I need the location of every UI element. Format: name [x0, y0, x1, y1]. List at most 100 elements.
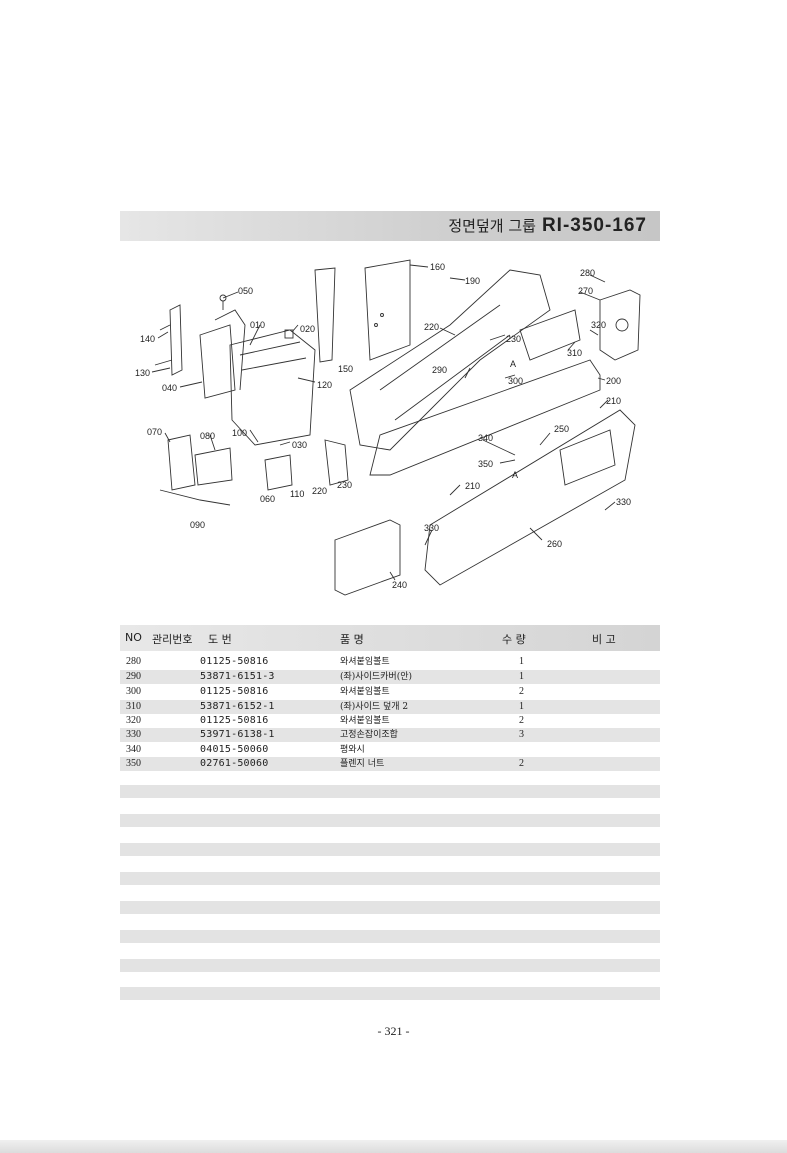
cell-quantity: 2: [519, 715, 524, 726]
cell-part-name: 와셔붙임볼트: [340, 657, 390, 667]
cell-no: 280: [126, 656, 141, 667]
table-row: 310 53871-6152-1 (좌)사이드 덮개 2 1: [120, 700, 660, 714]
callout-label: 280: [580, 268, 595, 278]
cell-drawing-number: 01125-50816: [200, 656, 269, 667]
callout-label: 250: [554, 424, 569, 434]
callout-label: 010: [250, 320, 265, 330]
callout-label: 240: [392, 580, 407, 590]
cell-quantity: 2: [519, 758, 524, 769]
page-number: - 321 -: [377, 1024, 410, 1038]
exploded-parts-diagram: 050 010 020 140 130 040 120 070 080 100 …: [120, 250, 660, 620]
cell-drawing-number: 01125-50816: [200, 715, 269, 726]
callout-label: 160: [430, 262, 445, 272]
cell-part-name: (좌)사이드 덮개 2: [340, 702, 409, 712]
callout-label: 200: [606, 376, 621, 386]
group-code: RI-350-167: [541, 215, 647, 236]
group-header-bar: [120, 211, 660, 241]
cell-no: 300: [126, 686, 141, 697]
callout-label: A: [510, 359, 516, 369]
cell-drawing-number: 53871-6152-1: [200, 701, 275, 712]
callout-label: 290: [432, 365, 447, 375]
table-row: 300 01125-50816 와셔붙임볼트 2: [120, 685, 660, 699]
cell-quantity: 2: [519, 686, 524, 697]
cell-part-name: (좌)사이드카버(안): [340, 672, 413, 682]
cell-no: 310: [126, 701, 141, 712]
cell-drawing-number: 01125-50816: [200, 686, 269, 697]
cell-part-name: 와셔붙임볼트: [340, 687, 390, 697]
callout-label: 340: [478, 433, 493, 443]
empty-table-band: [120, 843, 660, 856]
callout-label: 230: [337, 480, 352, 490]
callout-label: 300: [508, 376, 523, 386]
cell-no: 290: [126, 671, 141, 682]
callout-label: 190: [465, 276, 480, 286]
callout-label: 140: [140, 334, 155, 344]
header-drawing-number: 도 번: [208, 633, 232, 646]
callout-label: 210: [465, 481, 480, 491]
group-title: 정면덮개 그룹 RI-350-167: [448, 215, 647, 237]
cell-drawing-number: 53971-6138-1: [200, 729, 275, 740]
cell-quantity: 1: [519, 671, 524, 682]
callout-label: 310: [567, 348, 582, 358]
empty-table-band: [120, 872, 660, 885]
empty-table-band: [120, 901, 660, 914]
callout-label: 070: [147, 427, 162, 437]
callout-label: A: [512, 470, 518, 480]
empty-table-band: [120, 814, 660, 827]
callout-label: 330: [424, 523, 439, 533]
cell-no: 350: [126, 758, 141, 769]
cell-part-name: 평와시: [340, 745, 365, 755]
callout-label: 090: [190, 520, 205, 530]
header-quantity: 수 량: [502, 633, 526, 646]
callout-label: 270: [578, 286, 593, 296]
cell-drawing-number: 53871-6151-3: [200, 671, 275, 682]
callout-label: 220: [424, 322, 439, 332]
cell-part-name: 플렌지 너트: [340, 759, 385, 769]
callout-label: 150: [338, 364, 353, 374]
table-row: 340 04015-50060 평와시: [120, 743, 660, 757]
cell-drawing-number: 04015-50060: [200, 744, 269, 755]
parts-table-header: NO 관리번호 도 번 품 명 수 량 비 고: [120, 625, 660, 651]
empty-table-band: [120, 930, 660, 943]
table-row: 280 01125-50816 와셔붙임볼트 1: [120, 655, 660, 669]
callout-label: 210: [606, 396, 621, 406]
callout-label: 330: [616, 497, 631, 507]
callout-label: 080: [200, 431, 215, 441]
callout-label: 020: [300, 324, 315, 334]
empty-table-band: [120, 987, 660, 1000]
header-no: NO: [125, 631, 142, 644]
callout-label: 350: [478, 459, 493, 469]
empty-table-band: [120, 785, 660, 798]
callout-label: 040: [162, 383, 177, 393]
table-row: 350 02761-50060 플렌지 너트 2: [120, 757, 660, 771]
header-part-name: 품 명: [340, 633, 364, 646]
callout-label: 220: [312, 486, 327, 496]
callout-label: 110: [290, 489, 304, 499]
callout-label: 030: [292, 440, 307, 450]
header-management-number: 관리번호: [152, 633, 193, 646]
cell-part-name: 와셔붙임볼트: [340, 716, 390, 726]
callout-label: 260: [547, 539, 562, 549]
table-row: 330 53971-6138-1 고정손잡이조합 3: [120, 728, 660, 742]
exploded-parts-drawing: 050 010 020 140 130 040 120 070 080 100 …: [135, 259, 641, 596]
callout-label: 120: [317, 380, 332, 390]
table-row: 320 01125-50816 와셔붙임볼트 2: [120, 714, 660, 728]
callout-label: 060: [260, 494, 275, 504]
cell-quantity: 1: [519, 656, 524, 667]
scan-edge-shadow: [0, 1140, 787, 1153]
cell-quantity: 3: [519, 729, 524, 740]
cell-quantity: 1: [519, 701, 524, 712]
callout-label: 230: [506, 334, 521, 344]
cell-drawing-number: 02761-50060: [200, 758, 269, 769]
cell-no: 320: [126, 715, 141, 726]
callout-label: 100: [232, 428, 247, 438]
table-row: 290 53871-6151-3 (좌)사이드카버(안) 1: [120, 670, 660, 684]
callout-label: 320: [591, 320, 606, 330]
cell-no: 330: [126, 729, 141, 740]
cell-no: 340: [126, 744, 141, 755]
cell-part-name: 고정손잡이조합: [340, 730, 398, 740]
callout-label: 050: [238, 286, 253, 296]
callout-label: 130: [135, 368, 150, 378]
group-title-korean: 정면덮개 그룹: [448, 217, 536, 235]
empty-table-band: [120, 959, 660, 972]
